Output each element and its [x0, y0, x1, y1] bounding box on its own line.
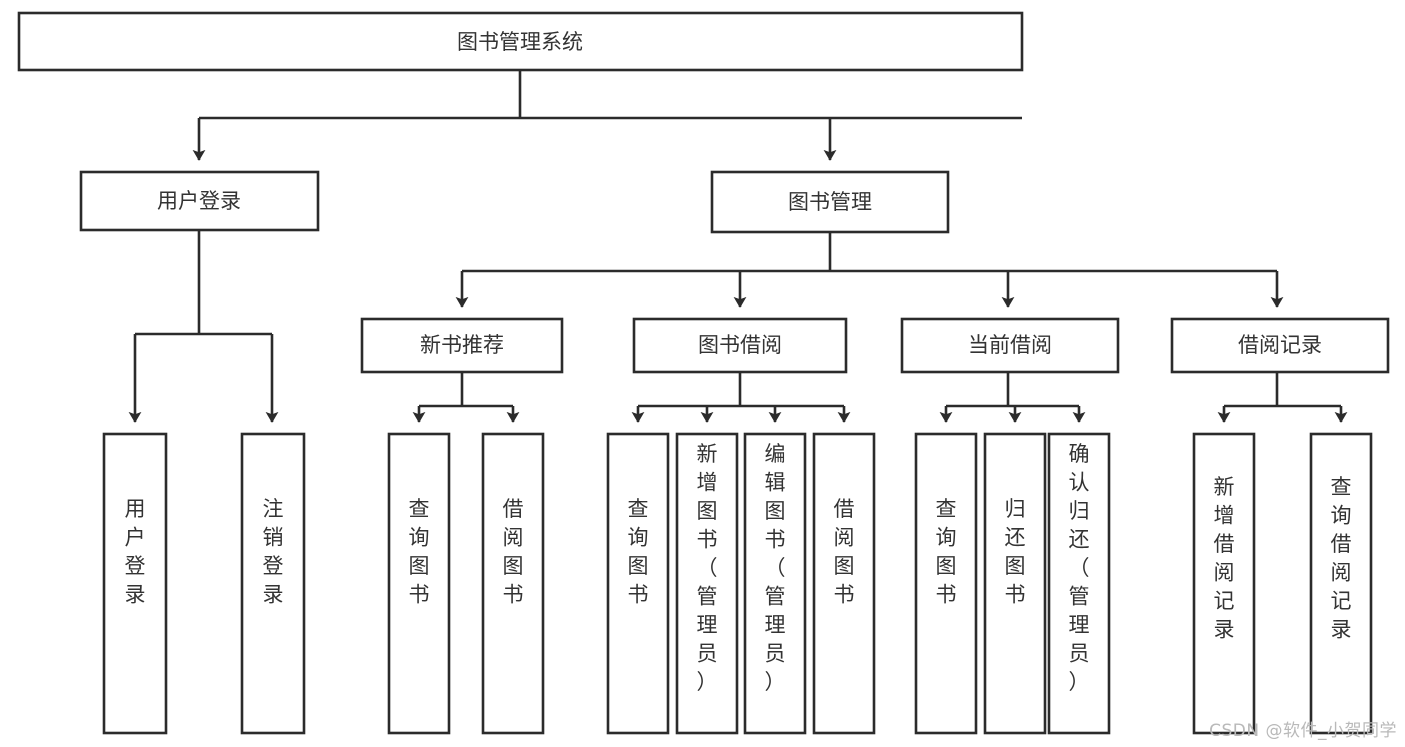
node-current-borrowing-box	[900, 317, 1120, 374]
node-user-login-label: 用户登录	[157, 189, 241, 213]
node-query-book-3[interactable]: 查询图书	[914, 432, 978, 735]
node-edit-book-label: 编辑图书（管理员）	[765, 442, 786, 694]
watermark: CSDN @软件_小贺同学	[1209, 721, 1397, 741]
node-query-book-2-label: 查询图书	[628, 497, 649, 607]
node-confirm-return-label: 确认归还（管理员）	[1069, 442, 1090, 694]
node-query-book-1-label: 查询图书	[409, 497, 430, 607]
node-user-logout-leaf[interactable]: 注销登录	[240, 432, 306, 735]
node-add-borrow-record-box	[1192, 432, 1256, 735]
node-confirm-return-box	[1047, 432, 1111, 735]
node-user-login-leaf[interactable]: 用户登录	[102, 432, 168, 735]
node-add-borrow-record-label: 新增借阅记录	[1214, 475, 1235, 642]
node-query-book-3-label: 查询图书	[936, 497, 957, 607]
node-return-book-label: 归还图书	[1005, 497, 1026, 607]
node-borrow-records-label: 借阅记录	[1238, 333, 1322, 357]
node-query-book-1-box	[387, 432, 451, 735]
node-query-borrow-record-box	[1309, 432, 1373, 735]
node-borrow-records[interactable]: 借阅记录	[1170, 317, 1390, 374]
node-new-book-recommend-box	[360, 317, 564, 374]
node-current-borrowing-label: 当前借阅	[968, 333, 1052, 357]
node-edit-book-box	[743, 432, 807, 735]
node-book-management[interactable]: 图书管理	[710, 170, 950, 234]
node-user-logout-leaf-label: 注销登录	[263, 497, 284, 607]
node-user-login-box	[79, 170, 320, 232]
node-query-book-3-box	[914, 432, 978, 735]
node-query-borrow-record-label: 查询借阅记录	[1331, 475, 1352, 642]
node-new-book-recommend[interactable]: 新书推荐	[360, 317, 564, 374]
node-borrow-book-1-box	[481, 432, 545, 735]
node-borrow-records-box	[1170, 317, 1390, 374]
node-query-book-2-box	[606, 432, 670, 735]
node-borrow-book-1[interactable]: 借阅图书	[481, 432, 545, 735]
node-borrow-book-1-label: 借阅图书	[503, 497, 524, 607]
node-return-book-box	[983, 432, 1047, 735]
node-book-borrowing-label: 图书借阅	[698, 333, 782, 357]
node-root-box	[17, 11, 1024, 72]
node-current-borrowing[interactable]: 当前借阅	[900, 317, 1120, 374]
node-user-logout-leaf-box	[240, 432, 306, 735]
node-edit-book[interactable]: 编辑图书（管理员）	[743, 432, 807, 735]
node-user-login-leaf-box	[102, 432, 168, 735]
node-add-book-label: 新增图书（管理员）	[697, 442, 718, 694]
node-confirm-return[interactable]: 确认归还（管理员）	[1047, 432, 1111, 735]
node-query-borrow-record[interactable]: 查询借阅记录	[1309, 432, 1373, 735]
node-user-login-leaf-label: 用户登录	[125, 497, 146, 607]
node-return-book[interactable]: 归还图书	[983, 432, 1047, 735]
node-root[interactable]: 图书管理系统	[17, 11, 1024, 72]
node-query-book-2[interactable]: 查询图书	[606, 432, 670, 735]
node-add-book[interactable]: 新增图书（管理员）	[675, 432, 739, 735]
node-borrow-book-2-box	[812, 432, 876, 735]
node-new-book-recommend-label: 新书推荐	[420, 333, 504, 357]
node-book-borrowing[interactable]: 图书借阅	[632, 317, 848, 374]
node-book-borrowing-box	[632, 317, 848, 374]
node-book-management-box	[710, 170, 950, 234]
node-user-login[interactable]: 用户登录	[79, 170, 320, 232]
node-borrow-book-2[interactable]: 借阅图书	[812, 432, 876, 735]
node-root-label: 图书管理系统	[457, 30, 583, 54]
node-add-borrow-record[interactable]: 新增借阅记录	[1192, 432, 1256, 735]
node-query-book-1[interactable]: 查询图书	[387, 432, 451, 735]
node-add-book-box	[675, 432, 739, 735]
node-borrow-book-2-label: 借阅图书	[834, 497, 855, 607]
connector-layer	[128, 70, 1348, 423]
node-book-management-label: 图书管理	[788, 190, 872, 214]
